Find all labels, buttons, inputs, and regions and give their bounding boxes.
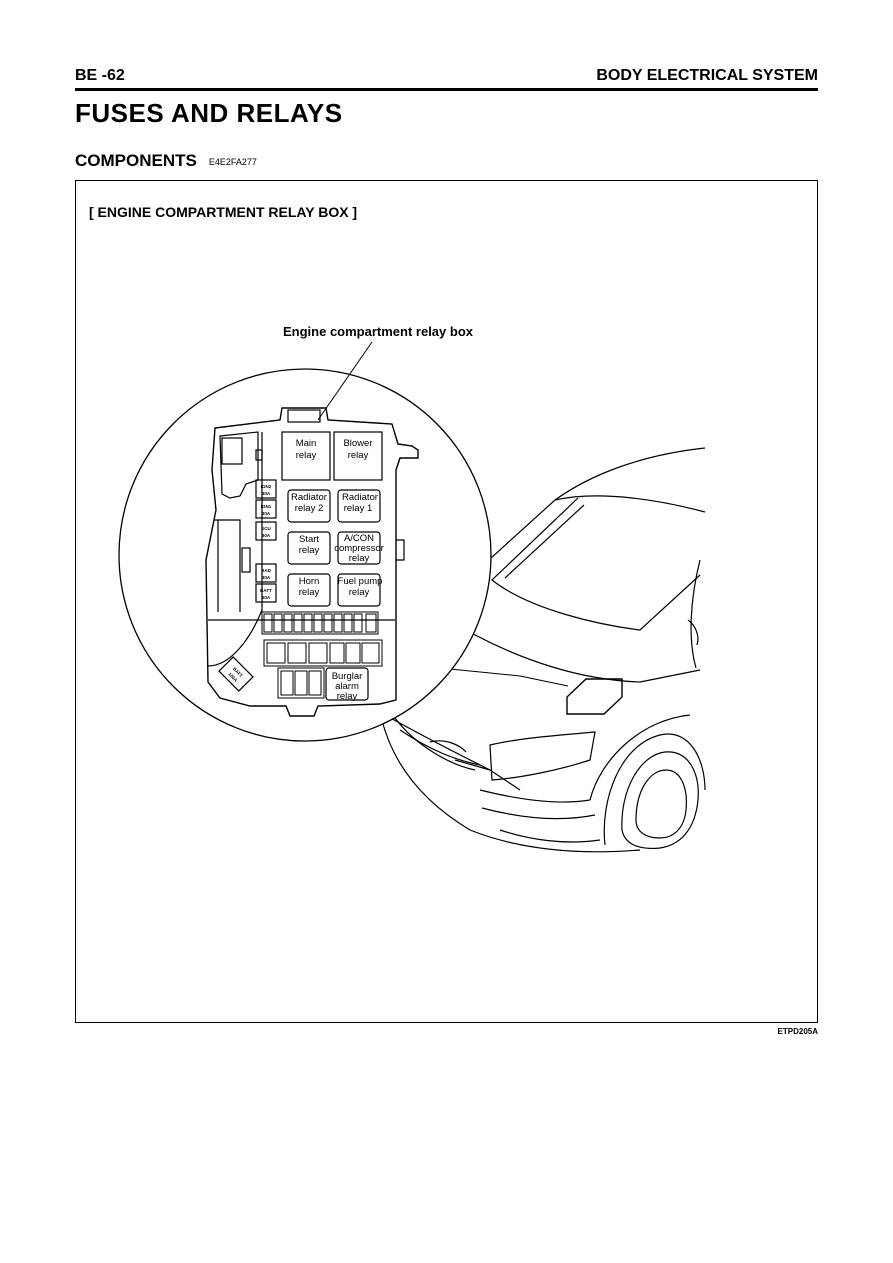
spare-fuses xyxy=(277,667,325,699)
svg-text:50A: 50A xyxy=(262,595,271,600)
left-fuse-ign2: IGN2 30A xyxy=(255,479,277,499)
svg-text:relay: relay xyxy=(296,450,317,461)
relay-radiator-1: Radiator relay 1 xyxy=(337,489,381,523)
svg-text:Fuel pump: Fuel pump xyxy=(338,576,383,587)
svg-text:relay 1: relay 1 xyxy=(344,503,373,514)
svg-text:30A: 30A xyxy=(262,511,271,516)
header-rule xyxy=(75,88,818,91)
svg-text:IGN1: IGN1 xyxy=(261,504,272,509)
svg-text:100A: 100A xyxy=(227,672,239,684)
svg-text:Main: Main xyxy=(296,438,317,449)
callout-label: Engine compartment relay box xyxy=(283,324,473,339)
relay-burglar-alarm: Burglar alarm relay xyxy=(325,667,369,702)
relay-horn: Horn relay xyxy=(287,573,331,607)
figure-frame xyxy=(75,180,818,1023)
svg-text:relay: relay xyxy=(299,587,320,598)
svg-text:RAD: RAD xyxy=(261,568,271,573)
svg-text:relay: relay xyxy=(337,691,358,702)
page-title: FUSES AND RELAYS xyxy=(75,98,343,128)
figure-code: ETPD205A xyxy=(777,1027,818,1036)
batt-main-fuse: BATT 100A xyxy=(218,656,254,692)
svg-text:relay 2: relay 2 xyxy=(295,503,324,514)
svg-text:Radiator: Radiator xyxy=(291,492,327,503)
callout-leader xyxy=(317,341,373,421)
relay-acon-compressor: A/CON compressor relay xyxy=(334,531,384,565)
svg-text:compressor: compressor xyxy=(334,543,384,554)
svg-text:IGN2: IGN2 xyxy=(261,484,272,489)
left-fuse-ign1: IGN1 30A xyxy=(255,499,277,519)
section-heading-text: COMPONENTS xyxy=(75,151,197,170)
mini-fuse-row-1 xyxy=(261,611,379,635)
relay-start: Start relay xyxy=(287,531,331,565)
left-fuse-ecu: ECU 30A xyxy=(255,521,277,541)
left-fuse-rad: RAD 30A xyxy=(255,563,277,583)
section-code: E4E2FA277 xyxy=(208,157,257,167)
svg-text:ECU: ECU xyxy=(261,526,271,531)
svg-text:relay: relay xyxy=(349,587,370,598)
svg-text:30A: 30A xyxy=(262,491,271,496)
relay-main: Main relay xyxy=(281,431,331,481)
svg-text:alarm: alarm xyxy=(335,681,359,692)
car-drawing xyxy=(379,447,706,853)
svg-text:30A: 30A xyxy=(262,575,271,580)
svg-text:relay: relay xyxy=(349,553,370,564)
relay-blower: Blower relay xyxy=(333,431,383,481)
svg-text:relay: relay xyxy=(348,450,369,461)
relay-fuel-pump: Fuel pump relay xyxy=(337,573,383,607)
relay-radiator-2: Radiator relay 2 xyxy=(287,489,331,523)
svg-text:BATT: BATT xyxy=(260,588,272,593)
svg-text:BATT: BATT xyxy=(232,666,244,678)
svg-text:Horn: Horn xyxy=(299,576,320,587)
mini-fuse-row-2 xyxy=(263,639,383,667)
figure-title: [ ENGINE COMPARTMENT RELAY BOX ] xyxy=(89,204,358,220)
left-fuse-batt: BATT 50A xyxy=(255,583,277,603)
svg-text:Start: Start xyxy=(299,534,319,545)
section-name: BODY ELECTRICAL SYSTEM xyxy=(596,67,818,84)
svg-text:30A: 30A xyxy=(262,533,271,538)
svg-text:Blower: Blower xyxy=(343,438,372,449)
svg-text:A/CON: A/CON xyxy=(344,533,374,544)
svg-text:Radiator: Radiator xyxy=(342,492,378,503)
page-number: BE -62 xyxy=(75,67,125,84)
svg-text:relay: relay xyxy=(299,545,320,556)
section-heading: COMPONENTS E4E2FA277 xyxy=(75,151,257,171)
svg-text:Burglar: Burglar xyxy=(332,671,363,682)
